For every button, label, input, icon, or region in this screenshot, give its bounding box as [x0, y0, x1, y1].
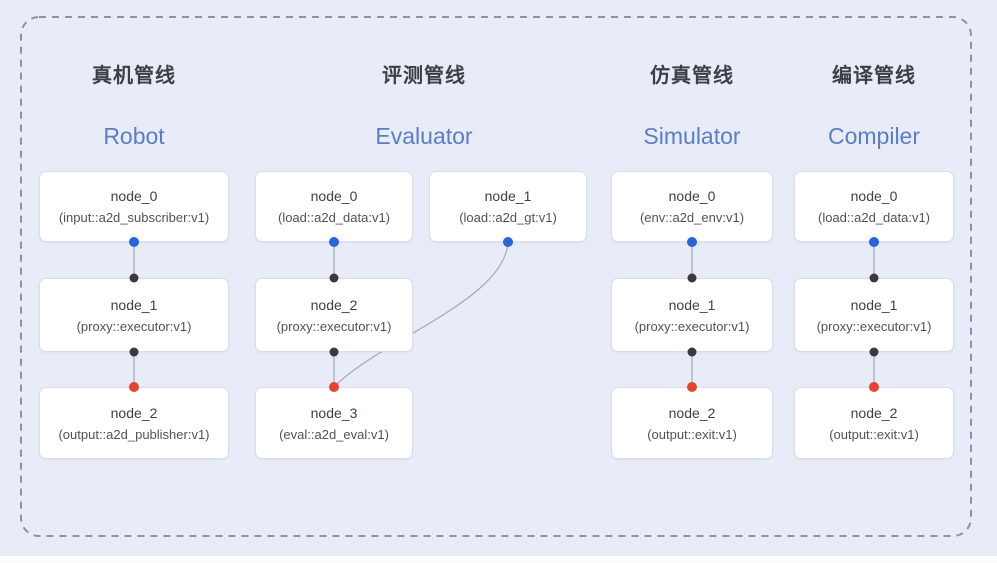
node-type: (output::exit:v1) [829, 426, 919, 442]
node-box: node_0(env::a2d_env:v1) [611, 171, 773, 242]
node-box: node_2(output::a2d_publisher:v1) [39, 387, 229, 459]
node-box: node_1(proxy::executor:v1) [611, 278, 773, 352]
node-box: node_1(proxy::executor:v1) [794, 278, 954, 352]
node-name: node_2 [110, 404, 158, 421]
node-type: (load::a2d_gt:v1) [459, 210, 557, 225]
node-name: node_2 [668, 404, 716, 421]
pipeline-title-zh: 评测管线 [382, 65, 466, 87]
pipeline-title-en: Evaluator [375, 123, 473, 149]
node-box: node_2(output::exit:v1) [611, 387, 773, 459]
pipeline-title-zh: 真机管线 [92, 65, 176, 87]
node-type: (output::a2d_publisher:v1) [58, 426, 210, 442]
node-box: node_2(proxy::executor:v1) [255, 278, 413, 352]
node-name: node_0 [110, 188, 158, 204]
node-box: node_1(load::a2d_gt:v1) [429, 171, 587, 242]
node-type: (eval::a2d_eval:v1) [279, 426, 389, 442]
node-type: (proxy::executor:v1) [816, 318, 932, 334]
node-type: (proxy::executor:v1) [634, 318, 750, 334]
edge-curve [333, 241, 509, 388]
node-type: (proxy::executor:v1) [276, 318, 392, 334]
node-box: node_0(input::a2d_subscriber:v1) [39, 171, 229, 242]
node-box: node_0(load::a2d_data:v1) [794, 171, 954, 242]
dashed-frame [20, 16, 972, 537]
node-type: (proxy::executor:v1) [76, 318, 192, 334]
node-name: node_0 [668, 188, 716, 204]
node-name: node_0 [850, 188, 898, 204]
node-type: (env::a2d_env:v1) [639, 210, 745, 225]
pipeline-title-zh: 编译管线 [832, 65, 916, 87]
node-type: (load::a2d_data:v1) [277, 210, 391, 225]
node-type: (output::exit:v1) [647, 426, 737, 442]
node-type: (input::a2d_subscriber:v1) [58, 210, 210, 225]
pipeline-title-zh: 仿真管线 [650, 65, 734, 87]
node-box: node_2(output::exit:v1) [794, 387, 954, 459]
node-box: node_0(load::a2d_data:v1) [255, 171, 413, 242]
node-name: node_1 [484, 188, 532, 204]
node-name: node_3 [310, 404, 358, 421]
node-box: node_1(proxy::executor:v1) [39, 278, 229, 352]
node-name: node_2 [310, 296, 358, 313]
node-name: node_2 [850, 404, 898, 421]
node-type: (load::a2d_data:v1) [817, 210, 931, 225]
node-name: node_0 [310, 188, 358, 204]
node-name: node_1 [110, 296, 158, 313]
pipeline-title-en: Simulator [643, 123, 741, 149]
node-box: node_3(eval::a2d_eval:v1) [255, 387, 413, 459]
pipeline-title-en: Compiler [827, 123, 921, 149]
node-name: node_1 [668, 296, 716, 313]
node-name: node_1 [850, 296, 898, 313]
pipeline-title-en: Robot [103, 123, 165, 149]
bottom-strip [0, 556, 997, 563]
